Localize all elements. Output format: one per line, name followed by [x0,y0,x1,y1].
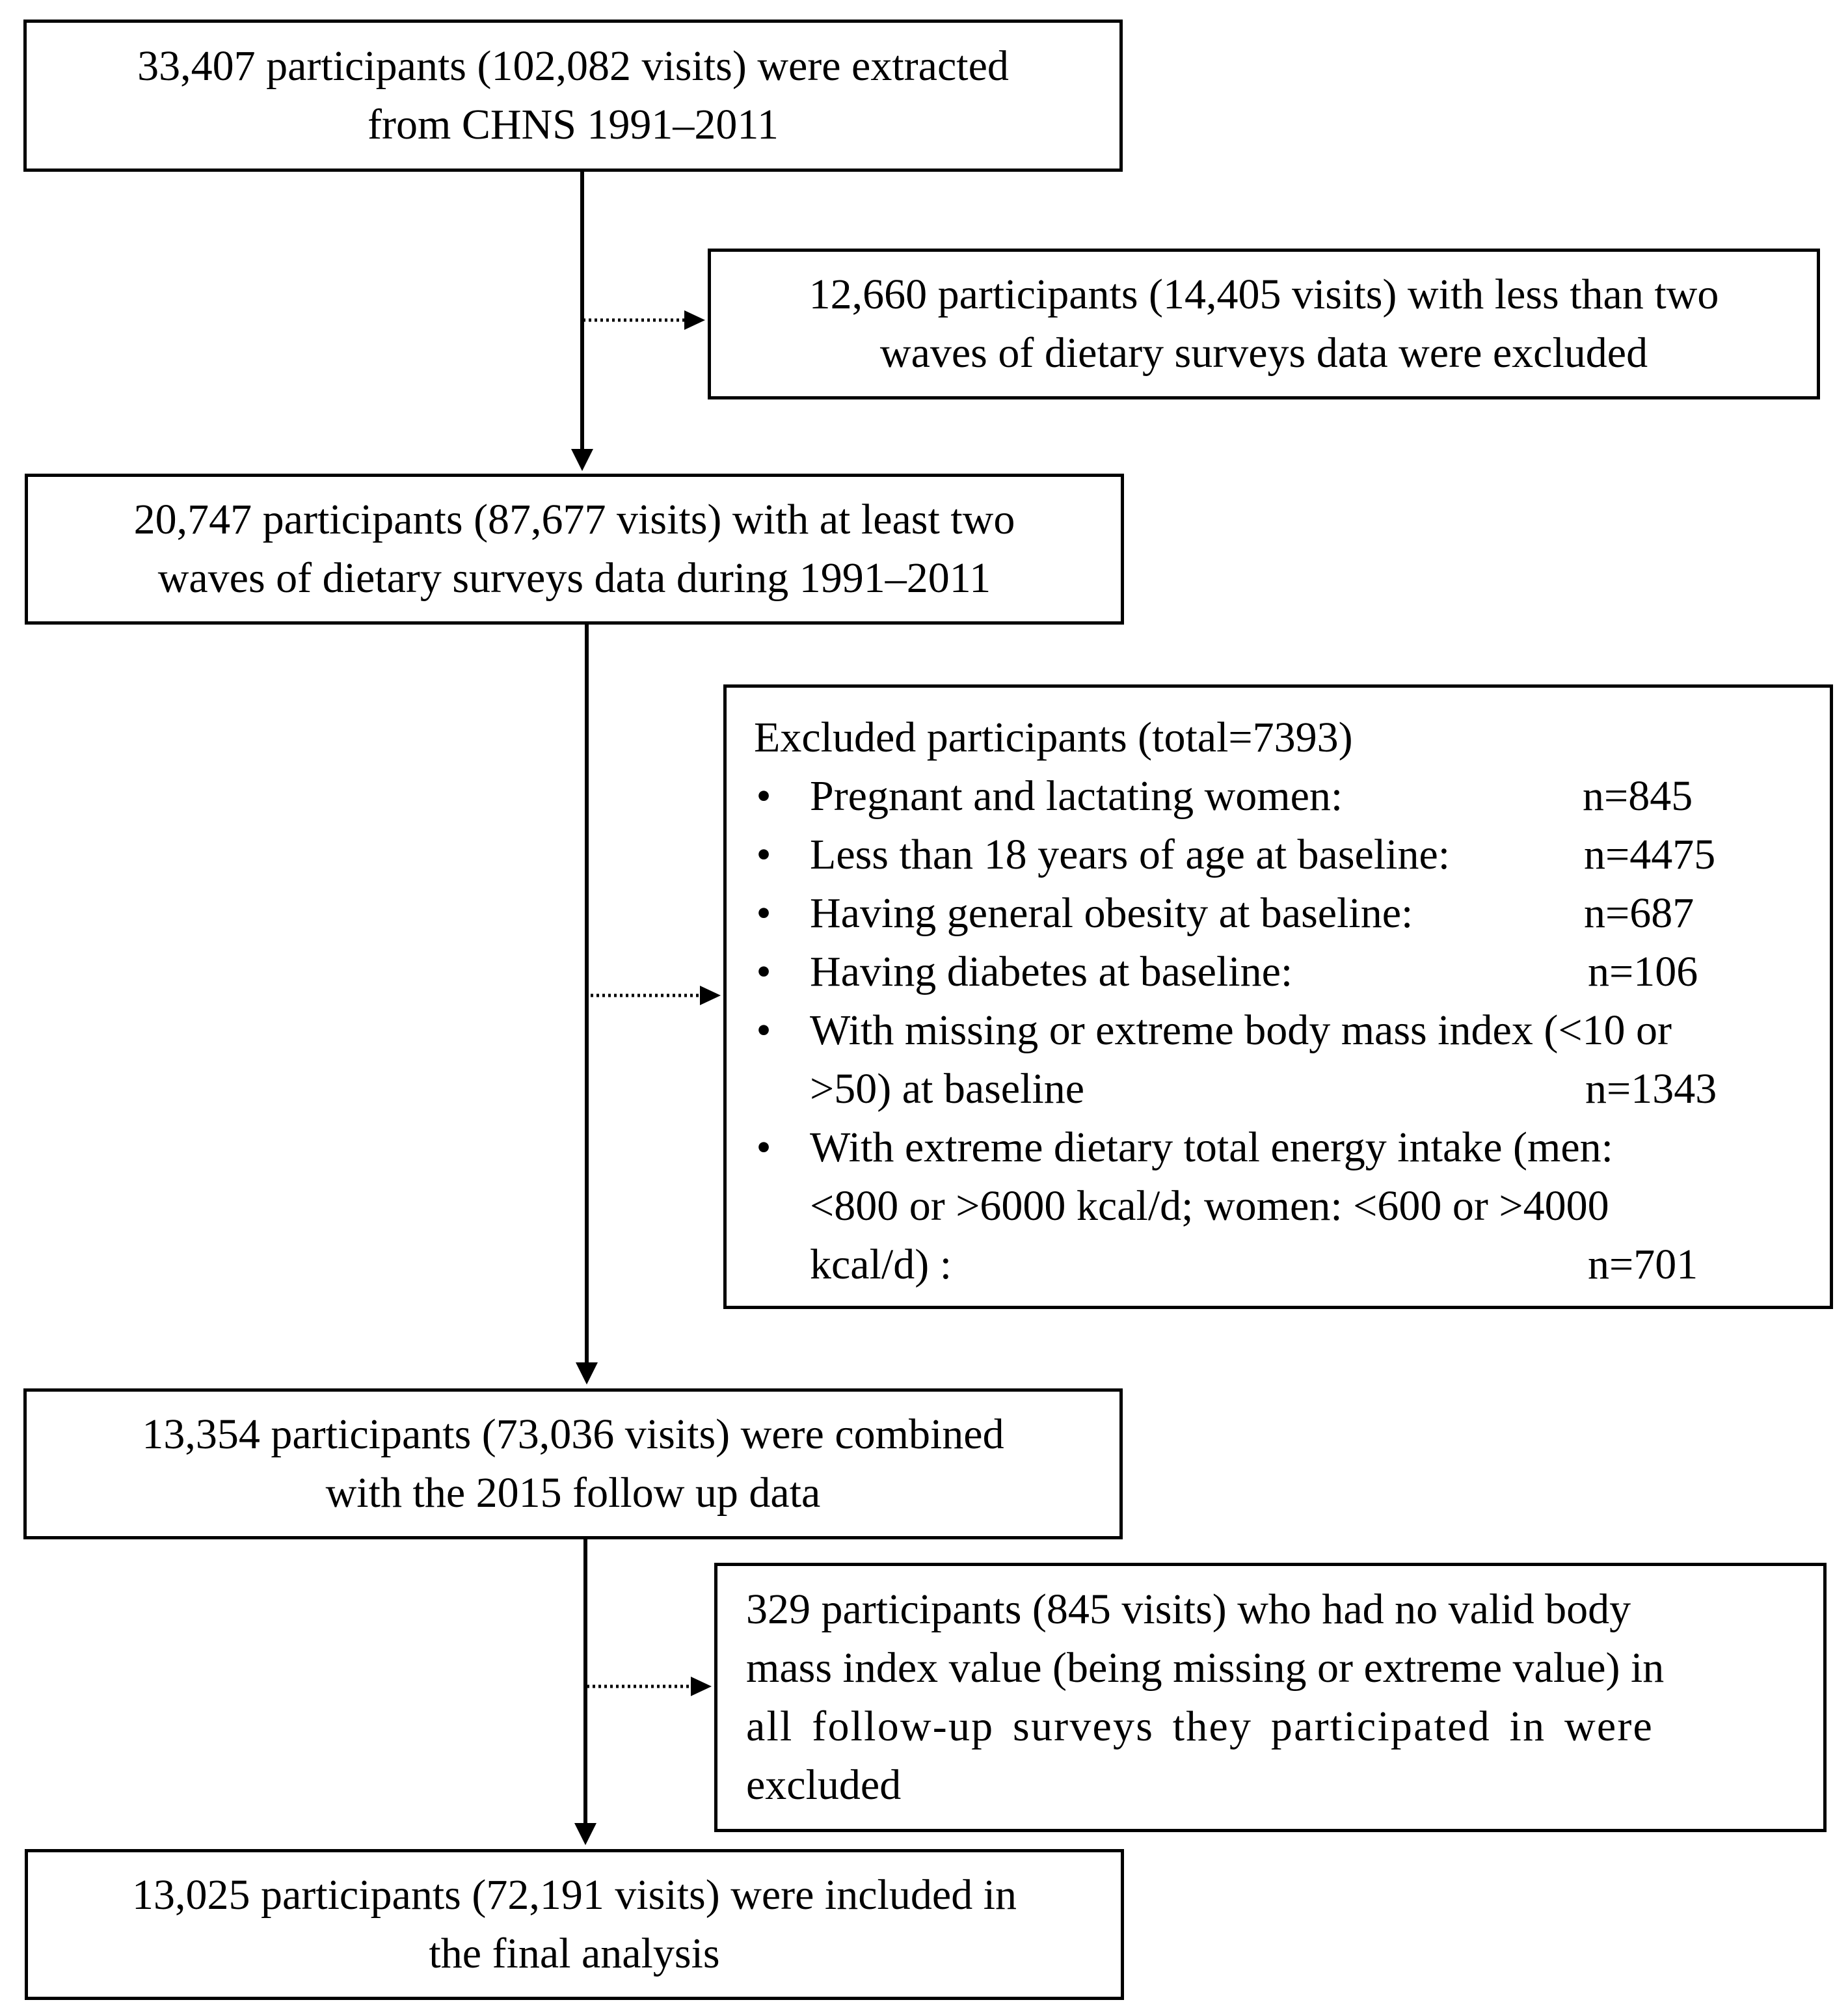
exclusion-item-count: n=106 [1588,948,1698,995]
box-text-line: 13,025 participants (72,191 visits) were… [131,1871,1017,1919]
arrowhead-down-2 [576,1362,598,1385]
flow-box-final-analysis: 13,025 participants (72,191 visits) were… [25,1849,1124,2000]
exclusion-item-label: With missing or extreme body mass index … [810,1006,1672,1054]
arrowhead-down-1 [571,449,593,471]
box-text-line: 20,747 participants (87,677 visits) with… [133,496,1015,543]
bullet-icon: • [756,831,771,878]
box-text-line: excluded [746,1761,902,1809]
exclusion-box-no-valid-bmi: 329 participants (845 visits) who had no… [714,1563,1827,1832]
bullet-icon: • [756,1124,771,1171]
box-text-line: waves of dietary surveys data were exclu… [879,329,1648,377]
exclusion-item-under-18: • Less than 18 years of age at baseline:… [754,826,1804,884]
bullet-icon: • [756,948,771,995]
exclusion-item-label: With extreme dietary total energy intake… [810,1124,1613,1171]
exclusion-item-pregnant: • Pregnant and lactating women: n=845 [754,767,1804,826]
box-text-line: with the 2015 follow up data [325,1469,821,1517]
exclusion-item-count: n=4475 [1584,831,1716,878]
arrowhead-right-1 [684,310,705,330]
box-text-line: 12,660 participants (14,405 visits) with… [809,271,1719,318]
exclusion-box-criteria-list: Excluded participants (total=7393) • Pre… [723,684,1833,1309]
exclusion-item-bmi: • With missing or extreme body mass inde… [754,1001,1804,1118]
flow-box-at-least-two-waves: 20,747 participants (87,677 visits) with… [25,474,1124,625]
flow-box-combined-2015: 13,354 participants (73,036 visits) were… [23,1388,1123,1539]
exclusion-item-label: Having diabetes at baseline: [810,948,1293,995]
exclusion-item-diabetes: • Having diabetes at baseline: n=106 [754,943,1804,1001]
exclusion-item-count: n=701 [1588,1241,1698,1288]
exclusion-item-label: Pregnant and lactating women: [810,772,1343,820]
exclusion-item-count: n=1343 [1585,1065,1717,1113]
box-text-line: from CHNS 1991–2011 [368,101,779,148]
box-text-line: the final analysis [429,1930,720,1977]
box-text-line: 13,354 participants (73,036 visits) were… [142,1411,1004,1458]
box-text-line: 329 participants (845 visits) who had no… [746,1586,1631,1633]
exclusion-item-label: >50) at baseline [810,1065,1085,1113]
exclusion-item-energy-intake: • With extreme dietary total energy inta… [754,1118,1804,1294]
box-text-line: all follow-up surveys they participated … [746,1703,1654,1750]
exclusion-item-label: kcal/d) : [810,1241,952,1288]
box-text-line: waves of dietary surveys data during 199… [157,554,991,602]
arrowhead-right-3 [691,1677,712,1696]
exclusion-box-less-than-two-waves: 12,660 participants (14,405 visits) with… [708,249,1820,399]
exclusion-item-count: n=687 [1584,889,1694,937]
box-text-line: mass index value (being missing or extre… [746,1644,1665,1692]
box-text-line: 33,407 participants (102,082 visits) wer… [137,42,1009,90]
bullet-icon: • [756,1006,771,1054]
exclusion-list-title: Excluded participants (total=7393) [754,714,1353,761]
exclusion-item-count: n=845 [1583,772,1693,820]
bullet-icon: • [756,772,771,820]
arrowhead-right-2 [700,986,721,1005]
bullet-icon: • [756,889,771,937]
exclusion-item-label: Having general obesity at baseline: [810,889,1413,937]
exclusion-item-obesity: • Having general obesity at baseline: n=… [754,884,1804,943]
exclusion-item-label: <800 or >6000 kcal/d; women: <600 or >40… [810,1182,1609,1230]
flow-box-extracted: 33,407 participants (102,082 visits) wer… [23,20,1123,172]
exclusion-item-label: Less than 18 years of age at baseline: [810,831,1451,878]
arrowhead-down-3 [574,1823,596,1845]
